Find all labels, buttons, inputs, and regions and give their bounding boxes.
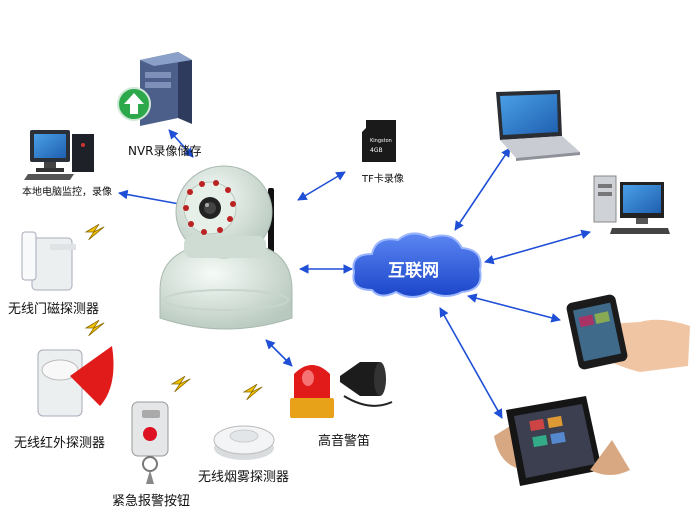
siren-speaker-icon: [290, 362, 393, 418]
wireless-signal-icon: [171, 375, 191, 393]
panic-button-remote-icon: [131, 401, 169, 484]
tf-card-icon: Kingston 4GB: [362, 120, 396, 162]
wireless-signal-icon: [85, 223, 105, 241]
door-sensor-icon: [21, 231, 76, 291]
arrow-camera-localpc: [118, 189, 186, 209]
arrow-camera-siren: [265, 339, 293, 367]
arrow-cloud-tablet: [439, 307, 503, 419]
arrow-cloud-desktop: [484, 229, 591, 265]
label-pir-sensor: 无线红外探测器: [14, 436, 106, 451]
label-siren: 高音警笛: [318, 434, 371, 449]
label-local-pc: 本地电脑监控，录像: [22, 187, 112, 198]
smartphone-hand-icon: [566, 294, 690, 372]
arrow-cloud-laptop: [454, 147, 511, 231]
arrow-cloud-phone: [467, 293, 561, 323]
internet-cloud: 互联网: [352, 232, 482, 298]
wireless-signal-icon: [85, 319, 105, 337]
smoke-detector-icon: [213, 425, 275, 460]
ip-camera-icon: [159, 165, 293, 330]
label-door-sensor: 无线门磁探测器: [8, 302, 100, 317]
label-nvr: NVR录像储存: [128, 144, 202, 158]
laptop-icon: [496, 90, 580, 161]
sd-card-capacity: 4GB: [370, 147, 383, 154]
wireless-signal-icon: [243, 383, 263, 401]
cloud-label: 互联网: [388, 261, 439, 281]
desktop-computer-icon: [593, 175, 670, 234]
local-pc-icon: [24, 130, 94, 180]
label-tf-card: TF卡录像: [362, 174, 404, 185]
pir-sensor-icon: [37, 346, 114, 417]
tablet-hands-icon: [494, 396, 630, 486]
arrow-camera-nvr: [168, 129, 194, 158]
arrow-camera-tfcard: [297, 171, 346, 201]
label-panic-button: 紧急报警按钮: [112, 494, 191, 509]
label-smoke-detector: 无线烟雾探测器: [198, 470, 290, 485]
nvr-server-icon: [117, 52, 192, 126]
connection-arrows: [118, 129, 591, 419]
sd-card-brand: Kingston: [370, 138, 392, 144]
